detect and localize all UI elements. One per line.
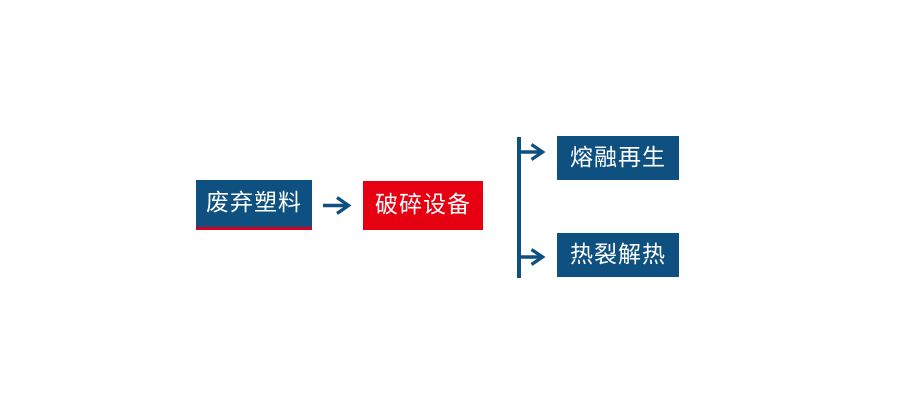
node-pyrolysis-heat: 热裂解热 [557, 233, 679, 277]
node-crushing-equipment: 破碎设备 [363, 181, 483, 230]
arrow-right-icon [519, 143, 546, 161]
arrow-right-icon [519, 248, 546, 266]
node-waste-plastic-label: 废弃塑料 [206, 190, 302, 216]
node-waste-plastic: 废弃塑料 [196, 180, 312, 230]
node-crushing-equipment-label: 破碎设备 [375, 192, 471, 218]
node-pyrolysis-heat-label: 热裂解热 [570, 241, 666, 268]
arrow-right-icon [323, 196, 352, 215]
node-melt-regeneration: 熔融再生 [557, 136, 679, 180]
branch-vertical-line [517, 137, 521, 278]
node-melt-regeneration-label: 熔融再生 [570, 144, 666, 171]
